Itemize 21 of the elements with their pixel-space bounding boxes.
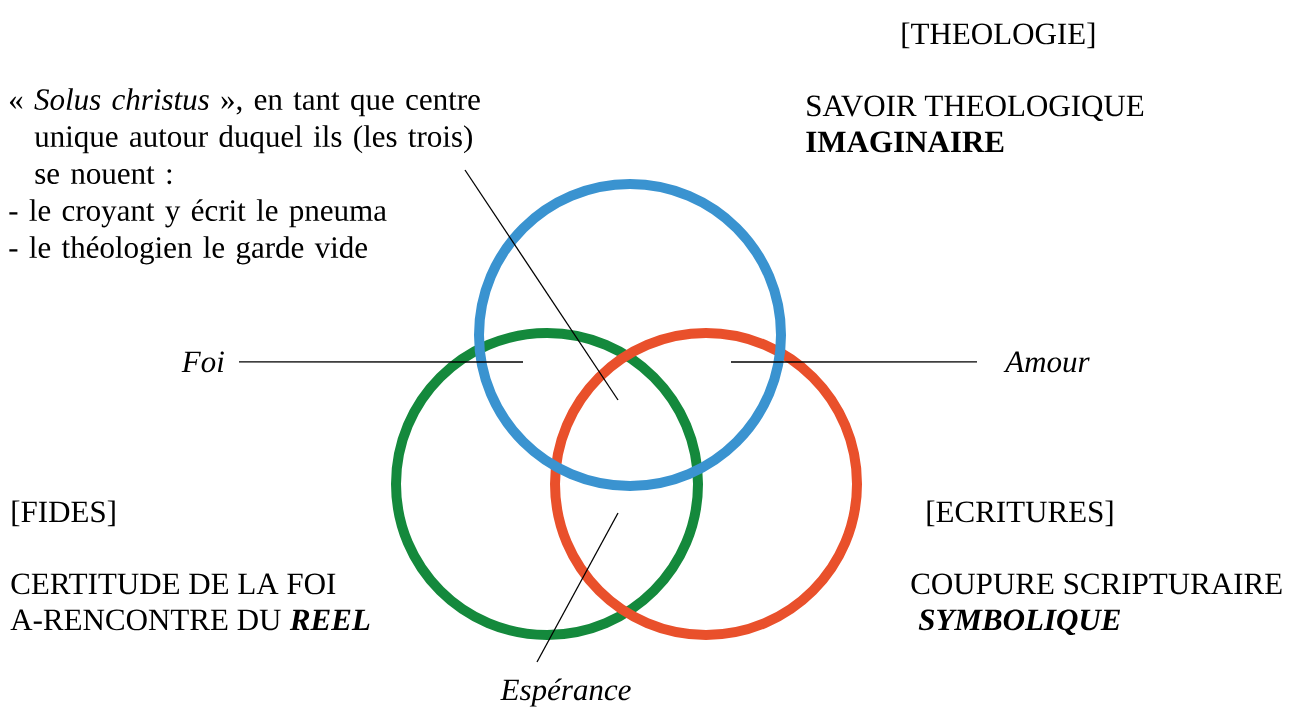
virtue-label: Foi [181,351,224,373]
ring [391,328,703,640]
caption-text: SYMBOLIQUE [918,609,1121,635]
leader-line [464,169,619,401]
leader-line [238,361,524,363]
caption-text: IMAGINAIRE [806,131,1004,153]
note-text: « Solus christus », en tant que centre unique autour duquel ils (les trois) se nouent : - le croyant y écrit le pneuma - le théologien le garde vide [9,88,480,265]
virtue-label: Espérance [500,678,631,707]
leader-line [536,512,619,663]
caption-text: COUPURE SCRIPTURAIRE [911,573,1282,595]
caption-text: CERTITUDE DE LA FOI [11,573,336,595]
ring [550,328,862,640]
heading-text: [FIDES] [12,500,115,527]
caption-text: A-RENCONTRE DU [10,609,281,631]
leader-line [730,361,978,363]
heading-text: [ECRITURES] [927,500,1113,527]
virtue-label: Amour [1003,351,1090,373]
caption-text: SAVOIR THEOLOGIQUE [807,95,1144,121]
caption-text: REEL [289,609,370,630]
heading-text: [THEOLOGIE] [902,22,1095,49]
ring [474,179,786,491]
